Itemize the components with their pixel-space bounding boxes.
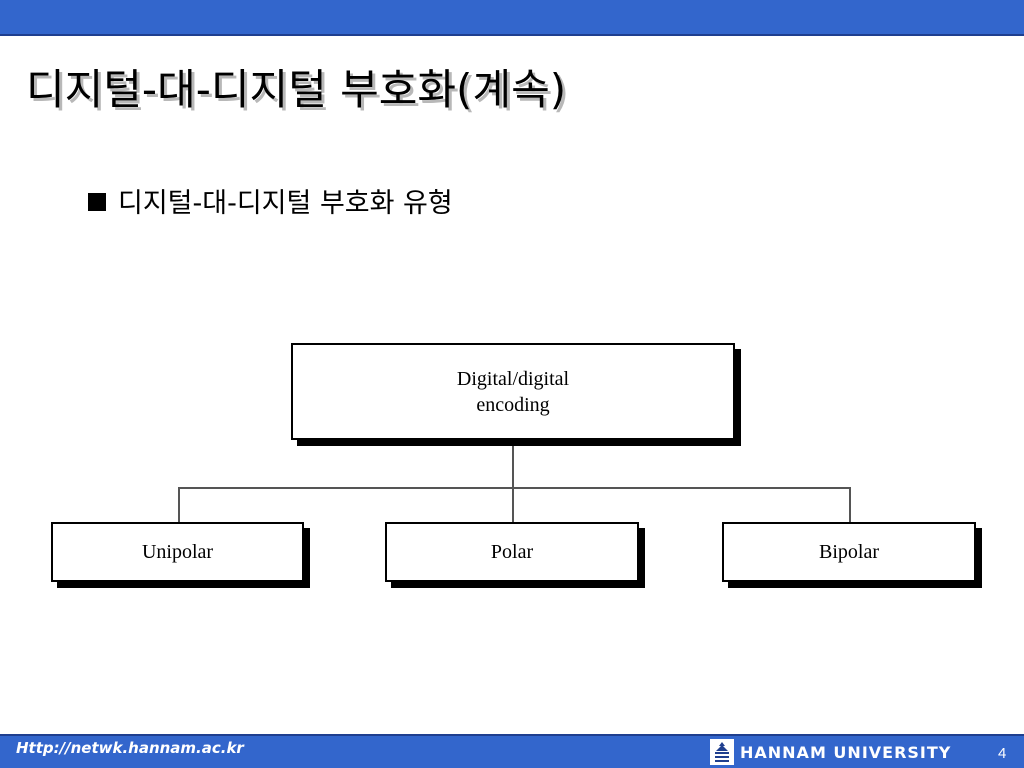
page-number: 4: [998, 745, 1007, 762]
connector-polar: [512, 487, 514, 523]
university-logo-icon: [710, 739, 734, 765]
connector-horizontal: [178, 487, 851, 489]
footer-banner: [0, 736, 1024, 768]
square-bullet-icon: [88, 193, 106, 211]
root-node-line-1: Digital/digital: [456, 367, 570, 390]
footer-rule: [0, 734, 1024, 736]
root-node-line-2: encoding: [476, 393, 550, 416]
node-unipolar: Unipolar: [51, 522, 304, 582]
connector-bipolar: [849, 487, 851, 523]
footer-url-link[interactable]: Http://netwk.hannam.ac.kr: [16, 739, 244, 757]
top-banner-rule: [0, 34, 1024, 36]
node-polar: Polar: [385, 522, 639, 582]
bullet-text: 디지털-대-디지털 부호화 유형: [118, 188, 453, 219]
top-banner: [0, 0, 1024, 34]
university-brand: HANNAM UNIVERSITY: [710, 736, 951, 768]
university-name: HANNAM UNIVERSITY: [740, 742, 952, 762]
root-node-digital-encoding: Digital/digital encoding: [291, 343, 735, 440]
node-bipolar: Bipolar: [722, 522, 976, 582]
connector-unipolar: [178, 487, 180, 523]
bullet-item: 디지털-대-디지털 부호화 유형: [88, 181, 453, 220]
connector-root-down: [512, 440, 514, 488]
slide-title: 디지털-대-디지털 부호화(계속): [26, 65, 567, 114]
